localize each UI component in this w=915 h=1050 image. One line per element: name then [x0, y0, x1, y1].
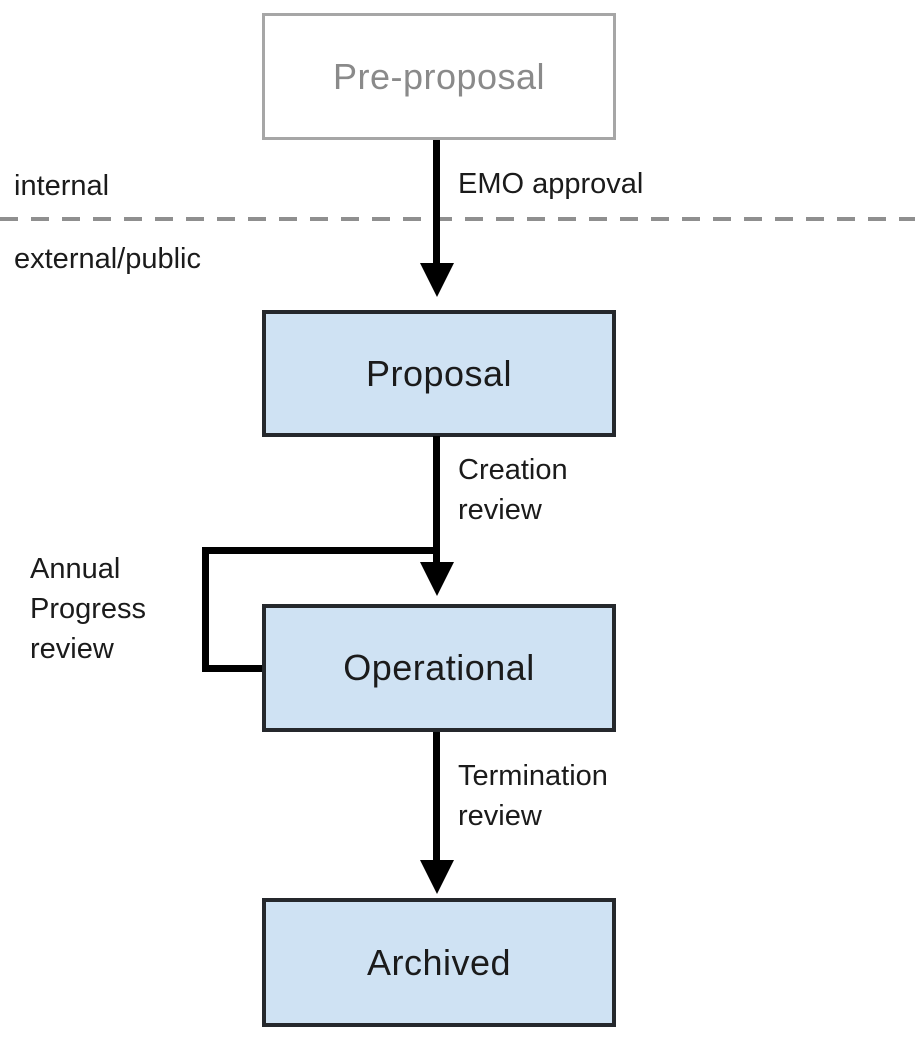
arrow-shaft [433, 140, 440, 266]
arrow-shaft [433, 436, 440, 562]
edge-label-termination-review: Termination review [458, 760, 608, 832]
node-proposal-label: Proposal [365, 352, 513, 394]
node-archived-label: Archived [366, 941, 512, 983]
region-label-internal: internal [14, 170, 110, 202]
edge-label-annual-progress-review: Annual Progress review [30, 553, 147, 665]
edge-label-creation-review: Creation review [458, 454, 568, 526]
node-archived: Archived [262, 898, 616, 1027]
loop-segment-left [202, 547, 209, 672]
loop-segment-bottom [202, 665, 266, 672]
node-proposal: Proposal [262, 310, 616, 437]
arrowhead-down [420, 562, 454, 596]
arrowhead-down [420, 263, 454, 297]
arrow-shaft [433, 732, 440, 860]
edge-label-emo-approval: EMO approval [458, 168, 644, 200]
arrowhead-down [420, 860, 454, 894]
node-pre-proposal-label: Pre-proposal [332, 55, 546, 97]
loop-segment-top [202, 547, 440, 554]
internal-external-divider [0, 217, 915, 221]
node-operational-label: Operational [343, 647, 535, 688]
node-pre-proposal: Pre-proposal [262, 13, 616, 140]
region-label-external: external/public [14, 243, 201, 275]
node-operational: Operational [262, 604, 616, 732]
